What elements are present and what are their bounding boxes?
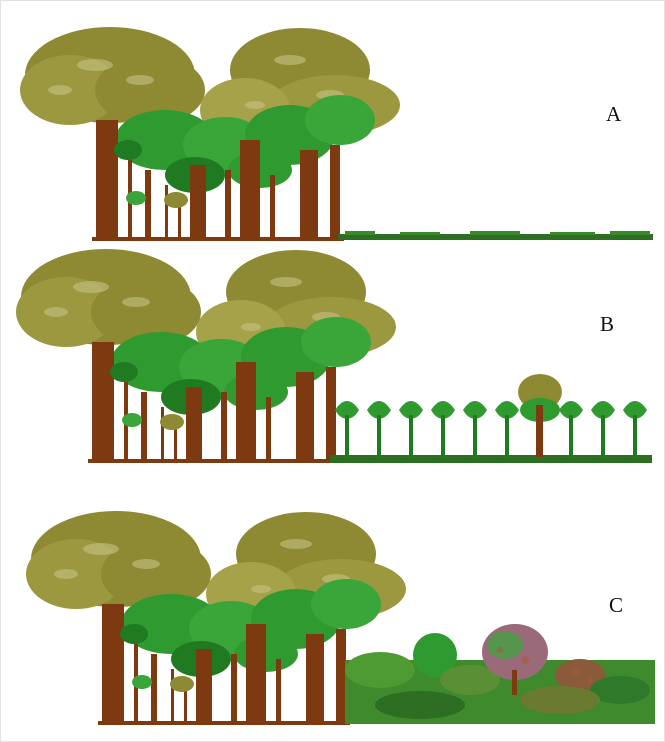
panel-label-a: A [606, 102, 622, 126]
plantation-trees [335, 374, 647, 457]
secondary-vegetation [345, 624, 655, 724]
panel-label-c: C [609, 593, 623, 617]
panel-a [20, 27, 653, 241]
panel-b [16, 249, 652, 463]
panel-c [26, 511, 655, 725]
panel-label-b: B [600, 312, 614, 336]
